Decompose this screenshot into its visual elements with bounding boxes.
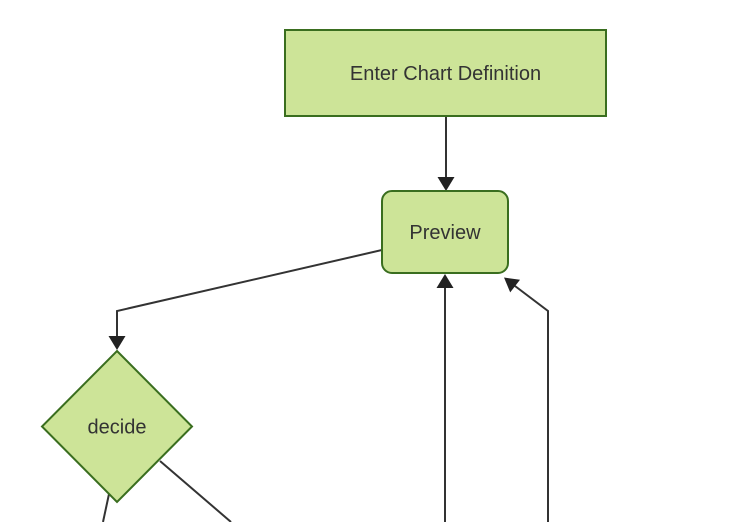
edge-line — [102, 493, 110, 522]
node-label: Preview — [409, 222, 481, 244]
edge-line — [116, 249, 383, 336]
node-label: Enter Chart Definition — [350, 63, 541, 85]
edge-line — [159, 460, 232, 522]
edge-bottom-right-to-preview — [504, 277, 549, 522]
edge-enter-to-preview — [437, 116, 455, 191]
edge-decide-down-right — [159, 460, 232, 522]
node-decide: decide — [40, 349, 194, 504]
node-enter-chart-definition: Enter Chart Definition — [284, 29, 607, 117]
arrowhead-down-icon — [437, 177, 455, 191]
node-shape-diamond — [40, 349, 194, 504]
edge-preview-to-decide — [108, 249, 383, 350]
edge-line — [514, 285, 549, 522]
edge-bottom-to-preview — [436, 274, 454, 522]
edge-decide-down-left — [102, 493, 110, 522]
node-shape-rectangle — [284, 29, 607, 117]
arrowhead-up-left-icon — [504, 277, 520, 293]
node-label: decide — [88, 417, 147, 439]
arrowhead-down-icon — [108, 336, 126, 350]
node-shape-rounded-rectangle — [381, 190, 509, 274]
arrowhead-up-icon — [436, 274, 454, 288]
node-preview: Preview — [381, 190, 509, 274]
